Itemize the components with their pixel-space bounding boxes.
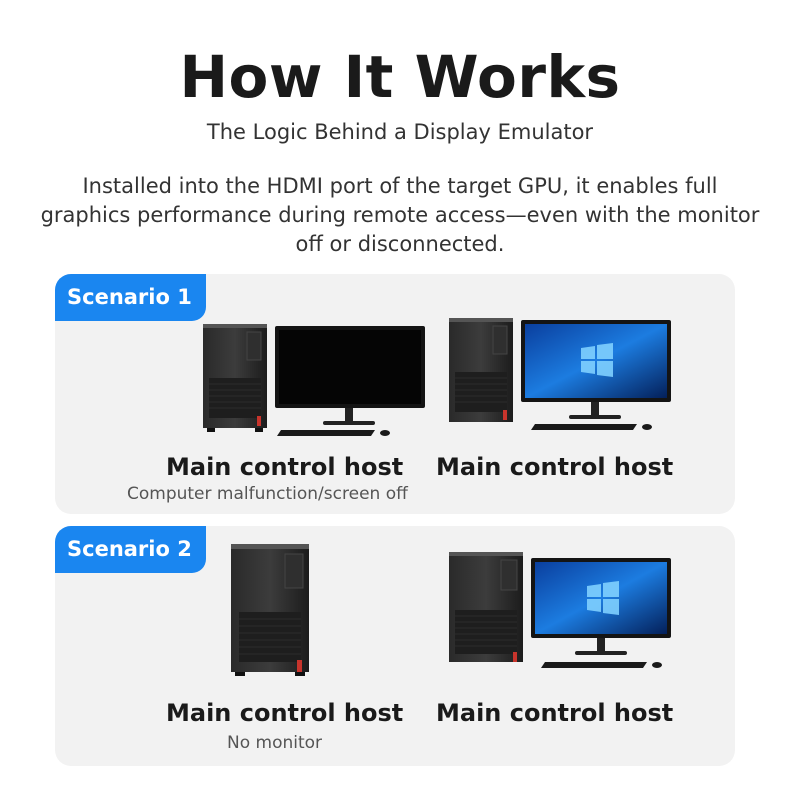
tower-icon [449,318,513,422]
pc-tower-only-illustration [231,544,309,676]
tower-icon [449,552,523,662]
tower-icon [231,544,309,676]
keyboard-icon [531,424,652,430]
host-note: Computer malfunction/screen off [127,484,408,504]
scenario-2-panel: Scenario 2 [55,526,735,766]
monitor-off-icon [275,326,425,425]
pc-setup-screen-on-illustration [449,552,671,668]
description-text: Installed into the HDMI port of the targ… [40,174,760,256]
host-caption: Main control host [166,453,404,481]
keyboard-icon [277,430,390,436]
monitor-windows-icon [531,558,671,655]
host-caption: Main control host [166,699,404,727]
pc-setup-screen-off-illustration [203,324,425,436]
host-caption: Main control host [436,699,674,727]
scenario-1-panel: Scenario 1 [55,274,735,514]
pc-setup-screen-on-illustration [449,318,671,430]
page-title: How It Works [179,43,621,111]
monitor-windows-icon [521,320,671,419]
tower-icon [203,324,267,432]
keyboard-icon [541,662,662,668]
scenario-badge: Scenario 2 [55,526,206,573]
host-note: No monitor [227,733,323,753]
scenario-badge: Scenario 1 [55,274,206,321]
page-subtitle: The Logic Behind a Display Emulator [206,120,594,144]
host-caption: Main control host [436,453,674,481]
